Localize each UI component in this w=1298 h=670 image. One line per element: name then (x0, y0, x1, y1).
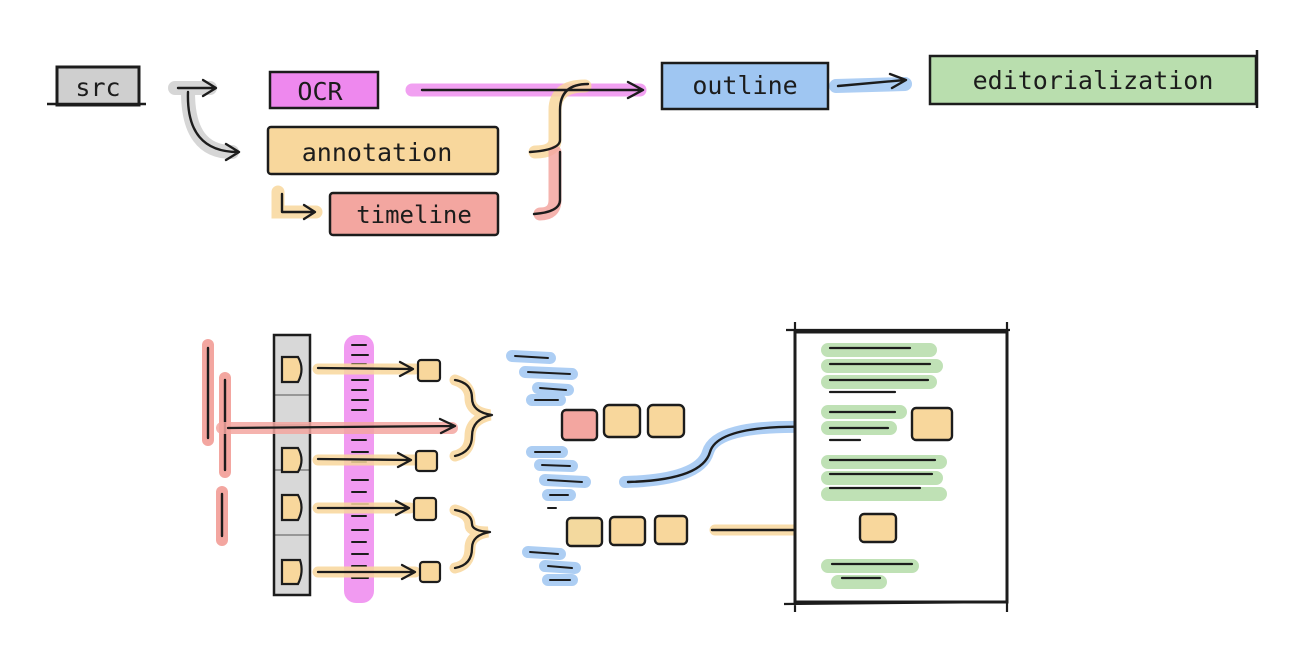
tile-cluster-top (560, 403, 686, 442)
node-editorialization-label: editorialization (973, 66, 1214, 95)
node-ocr-label: OCR (297, 77, 343, 106)
node-outline-label: outline (692, 71, 797, 100)
node-timeline: timeline (328, 191, 500, 237)
node-annotation-label: annotation (302, 138, 453, 167)
node-editorialization: editorialization (928, 50, 1259, 108)
brace-timeline-highlight (533, 145, 562, 221)
node-outline: outline (660, 61, 830, 111)
arrow-outline-editorialization (836, 72, 908, 90)
brace-merge (528, 82, 590, 216)
arrow-annotation-timeline (280, 192, 317, 221)
annotation-tiles (412, 358, 442, 584)
arrow-src-ocr (176, 78, 218, 98)
node-src-label: src (75, 73, 120, 102)
timeline-marks (202, 339, 231, 546)
node-timeline-label: timeline (356, 201, 472, 229)
top-pipeline: src OCR annotation timeline outline edit… (47, 50, 1259, 237)
node-ocr: OCR (268, 70, 380, 110)
node-src: src (47, 65, 146, 107)
tile-cluster-bottom (565, 514, 689, 548)
bottom-illustration (202, 322, 1010, 612)
outline-fragments (506, 350, 811, 586)
ocr-text-column (344, 335, 374, 603)
film-strip (272, 333, 312, 597)
film-frames (280, 355, 303, 586)
arrow-ocr-outline (420, 80, 645, 100)
node-annotation: annotation (266, 125, 500, 176)
arrow-src-annotation (186, 90, 241, 162)
document-page (783, 322, 1010, 612)
